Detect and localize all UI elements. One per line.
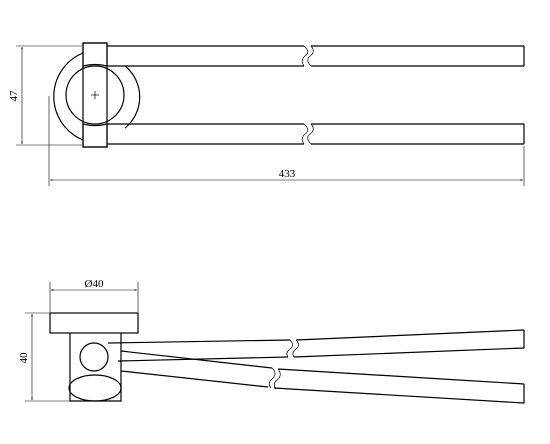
side-pivot-ball — [79, 342, 109, 372]
side-height-label: 40 — [18, 352, 30, 364]
side-diameter-dimension: Ø40 — [49, 278, 139, 312]
upper-bar — [107, 45, 525, 67]
side-diameter-label: Ø40 — [85, 278, 104, 290]
top-height-label: 47 — [8, 90, 20, 102]
top-view: 47 433 — [8, 42, 525, 186]
flange-arc-right — [124, 65, 141, 129]
top-length-dimension: 433 — [48, 96, 525, 186]
wall-plate — [49, 312, 139, 334]
flange-outer-arc — [53, 52, 84, 141]
top-length-label: 433 — [279, 168, 296, 180]
side-height-dimension: 40 — [18, 312, 70, 402]
side-upper-bar — [79, 329, 525, 372]
lower-clamp — [82, 123, 108, 148]
pivot-ball — [65, 65, 125, 125]
upper-clamp — [82, 42, 108, 67]
lower-bar — [107, 123, 525, 145]
side-view: Ø40 40 — [18, 278, 525, 404]
side-lower-bar — [68, 350, 525, 404]
